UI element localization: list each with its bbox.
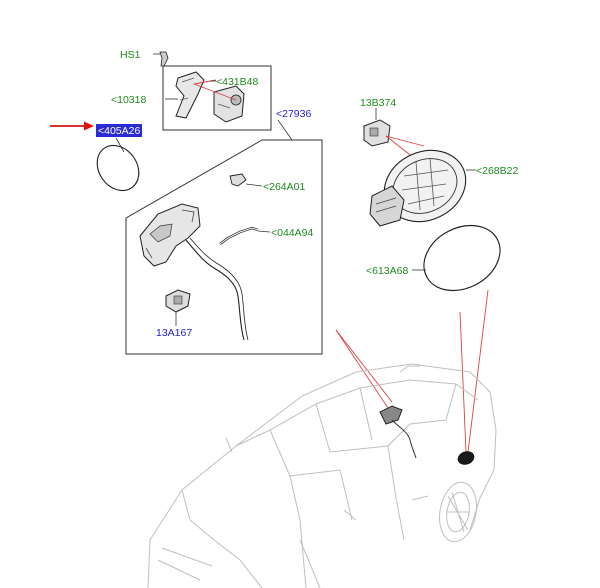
vehicle-leaders <box>335 289 489 453</box>
vehicle-components <box>379 405 475 465</box>
housing-group-frame <box>125 139 323 355</box>
label-431b48[interactable]: <431B48 <box>216 76 258 88</box>
label-044a94[interactable]: <044A94 <box>271 227 313 239</box>
hose-part <box>219 226 259 245</box>
label-613a68[interactable]: <613A68 <box>366 265 408 277</box>
clip-part <box>229 173 247 187</box>
actuator-group-frame <box>162 65 272 131</box>
label-268b22[interactable]: <268B22 <box>476 165 518 177</box>
label-hs1[interactable]: HS1 <box>120 49 141 61</box>
label-405a26[interactable]: <405A26 <box>98 125 140 137</box>
door-panel-part <box>423 224 501 292</box>
label-13b374[interactable]: 13B374 <box>360 97 396 109</box>
highlight-box <box>96 124 142 137</box>
bracket-part <box>175 71 205 119</box>
vehicle-outline <box>147 363 497 588</box>
label-10318[interactable]: <10318 <box>111 94 146 106</box>
filler-housing-group <box>363 108 501 292</box>
label-27936[interactable]: <27936 <box>276 108 311 120</box>
housing-group <box>125 119 323 355</box>
label-264a01[interactable]: <264A01 <box>263 181 305 193</box>
label-13a167[interactable]: 13A167 <box>156 327 192 339</box>
fuel-door-on-vehicle <box>457 451 475 465</box>
release-cable <box>185 239 245 341</box>
actuator-group <box>153 51 272 131</box>
seal-part <box>96 144 140 192</box>
pointer-arrow <box>50 121 94 131</box>
screw-part <box>159 51 169 67</box>
